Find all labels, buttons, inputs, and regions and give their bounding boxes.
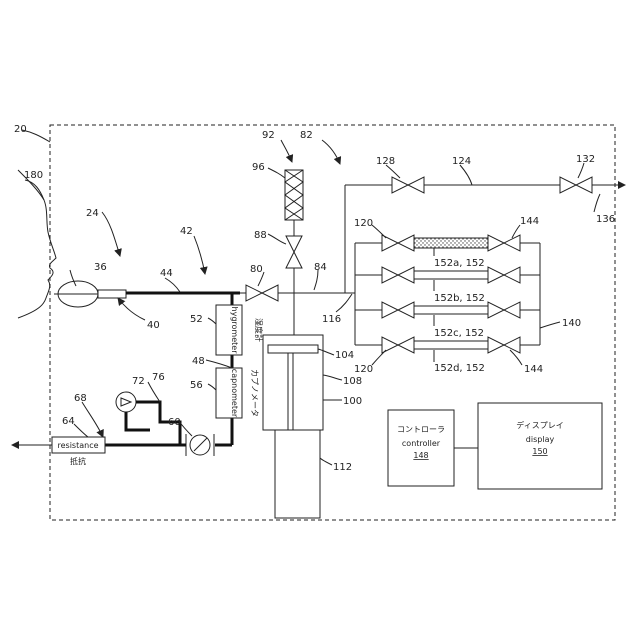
ref-104: 104 [335, 350, 354, 361]
sample-152a [414, 238, 488, 248]
ref-136: 136 [596, 214, 615, 225]
bellows [116, 392, 136, 412]
ref-152d: 152d, 152 [434, 363, 485, 374]
controller-label: controller [402, 439, 441, 448]
sample-152d [414, 341, 488, 349]
ref-56: 56 [190, 380, 203, 391]
ref-140: 140 [562, 318, 581, 329]
ref-128: 128 [376, 156, 395, 167]
ref-124: 124 [452, 156, 471, 167]
display-box [478, 403, 602, 489]
display-label: display [526, 435, 555, 444]
ref-68: 68 [74, 393, 87, 404]
ref-24: 24 [86, 208, 99, 219]
ref-42: 42 [180, 226, 193, 237]
ref-108: 108 [343, 376, 362, 387]
ref-120-top: 120 [354, 218, 373, 229]
ref-152b: 152b, 152 [434, 293, 485, 304]
ref-20: 20 [14, 124, 27, 135]
ref-76: 76 [152, 372, 165, 383]
valve-88 [286, 236, 302, 268]
filter-96 [285, 170, 303, 220]
ref-96: 96 [252, 162, 265, 173]
ref-152c: 152c, 152 [434, 328, 484, 339]
valve-128 [392, 177, 424, 193]
controller-num: 148 [413, 451, 428, 460]
controller-label-ja: コントローラ [397, 425, 445, 434]
ref-180: 180 [24, 170, 43, 181]
ref-152a: 152a, 152 [434, 258, 485, 269]
capnometer-label-ja: カプノメータ [250, 369, 259, 417]
ref-64: 64 [62, 416, 75, 427]
ref-88: 88 [254, 230, 267, 241]
hygrometer-label: hygrometer [230, 307, 239, 355]
ref-112: 112 [333, 462, 352, 473]
sample-152c [414, 306, 488, 314]
ref-82: 82 [300, 130, 313, 141]
ref-100: 100 [343, 396, 362, 407]
ref-132: 132 [576, 154, 595, 165]
display-label-ja: ディスプレイ [516, 420, 563, 430]
sample-152b [414, 271, 488, 279]
valve-132 [560, 177, 592, 193]
ref-144-top: 144 [520, 216, 539, 227]
ref-144-bottom: 144 [524, 364, 543, 375]
capnometer-label: capnometer [230, 369, 239, 418]
resistance-label: resistance [57, 441, 98, 450]
ref-80: 80 [250, 264, 263, 275]
ref-40: 40 [147, 320, 160, 331]
ref-52: 52 [190, 314, 203, 325]
ref-60: 60 [168, 417, 181, 428]
ref-72: 72 [132, 376, 145, 387]
resistance-label-ja: 抵抗 [70, 456, 86, 466]
ref-92: 92 [262, 130, 275, 141]
ref-84: 84 [314, 262, 327, 273]
controller-box [388, 410, 454, 486]
motor [275, 430, 320, 518]
ref-44: 44 [160, 268, 173, 279]
ref-36: 36 [94, 262, 107, 273]
ref-120-bottom: 120 [354, 364, 373, 375]
display-num: 150 [532, 447, 547, 456]
ref-48: 48 [192, 356, 205, 367]
valve-80 [246, 285, 278, 301]
ref-116: 116 [322, 314, 341, 325]
